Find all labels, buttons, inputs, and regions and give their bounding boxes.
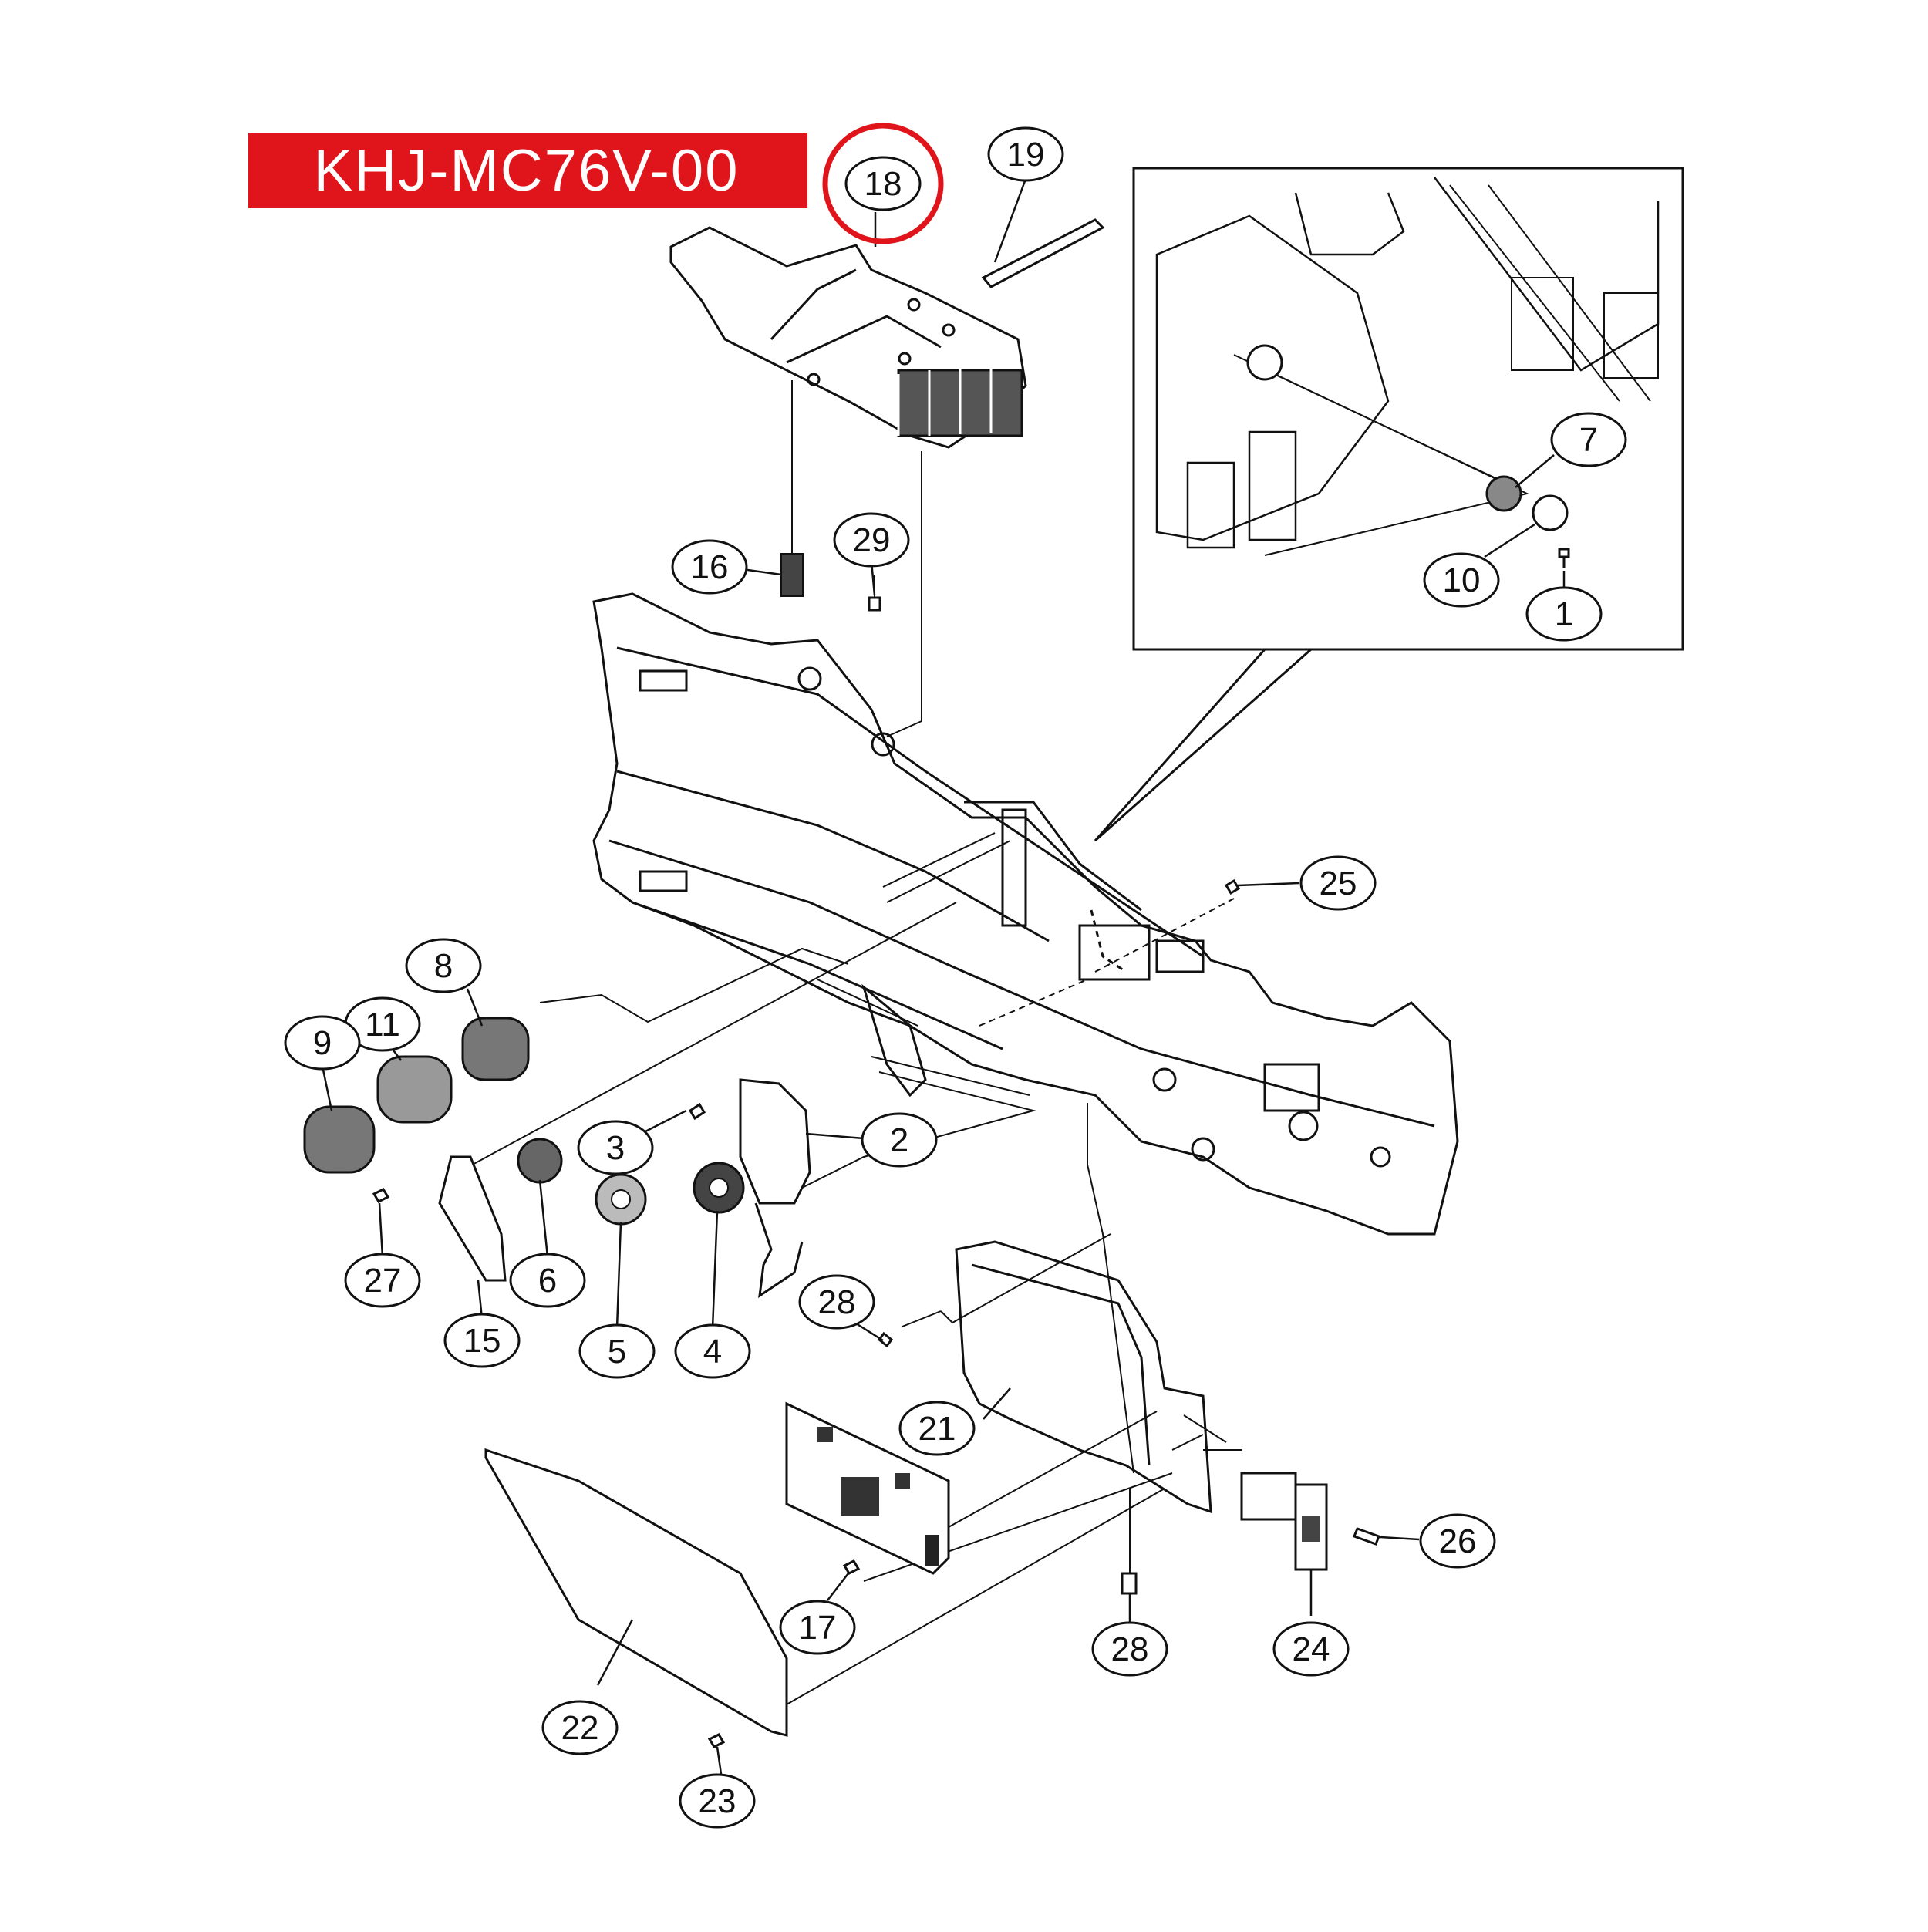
board-holder-21 — [955, 1240, 1212, 1514]
callout-26-label: 26 — [1439, 1522, 1477, 1560]
callout-6-label: 6 — [538, 1262, 557, 1300]
screw-17-icon — [842, 1559, 861, 1575]
pcb-board — [785, 1401, 950, 1575]
inset-connector-icon — [1246, 344, 1283, 381]
callout-27-label: 27 — [364, 1262, 402, 1300]
screw-1-icon — [1558, 548, 1570, 568]
callout-28-label: 28 — [818, 1283, 856, 1321]
callout-21-bubble — [898, 1401, 976, 1456]
callout-leaders — [321, 178, 1566, 1775]
callout-2-label: 2 — [890, 1121, 908, 1159]
top-arm-part-18 — [669, 226, 1027, 449]
screw-26-icon — [1353, 1527, 1380, 1546]
callout-4-bubble — [674, 1323, 751, 1379]
bracket-15-icon — [438, 1155, 507, 1282]
screw-27-icon — [372, 1188, 390, 1203]
screw-28-bottom-icon — [1121, 1572, 1138, 1595]
main-frame — [592, 592, 1459, 1236]
screw-28-top-icon — [877, 1331, 894, 1348]
highlight-ring — [822, 123, 944, 244]
gear-7-icon — [1485, 475, 1522, 512]
callout-18-label: 18 — [865, 165, 902, 203]
callout-28-lower-label: 28 — [1111, 1630, 1149, 1668]
callout-1-label: 1 — [1555, 595, 1573, 633]
callout-8-bubble — [405, 938, 482, 993]
motor-2-icon — [739, 1078, 811, 1205]
callout-25-label: 25 — [1320, 865, 1357, 902]
part-code-banner — [248, 133, 807, 208]
callout-16-label: 16 — [691, 548, 729, 586]
callout-7-label: 7 — [1579, 421, 1598, 459]
callout-17-bubble — [779, 1600, 856, 1655]
washer-10-icon — [1532, 494, 1569, 531]
assembly-lines — [450, 380, 1242, 1705]
left-rollers — [303, 1017, 530, 1174]
cover-22-icon — [484, 1448, 788, 1737]
callout-9-label: 9 — [313, 1024, 332, 1062]
callout-15-bubble — [443, 1313, 521, 1368]
callout-17-label: 17 — [799, 1609, 837, 1647]
gear-6-icon — [517, 1138, 563, 1184]
callout-15-label: 15 — [463, 1322, 501, 1360]
callout-1-bubble — [1525, 586, 1603, 642]
part-code-label: KHJ-MC76V-00 — [313, 137, 740, 204]
callout-23-label: 23 — [699, 1782, 736, 1820]
callout-28-bubble — [798, 1274, 875, 1330]
inset-gear-assembly — [1246, 344, 1570, 568]
screw-25-icon — [1224, 878, 1241, 895]
callout-29-label: 29 — [853, 521, 891, 559]
motor-parts — [372, 1078, 811, 1299]
shaft-19-icon — [981, 218, 1105, 288]
callout-23-bubble — [679, 1773, 756, 1829]
gear-8-icon — [461, 1017, 530, 1081]
callout-18-bubble — [844, 156, 922, 211]
callout-27-bubble — [344, 1253, 421, 1308]
callout-3-label: 3 — [606, 1129, 625, 1167]
callout-25-bubble — [1299, 855, 1377, 911]
callout-10-bubble — [1423, 552, 1500, 608]
detail-inset — [1094, 167, 1684, 842]
callout-7-bubble — [1550, 412, 1627, 467]
screw-3-icon — [688, 1102, 706, 1121]
callout-28-lower-bubble — [1091, 1621, 1168, 1677]
callout-11-label: 11 — [365, 1006, 400, 1044]
callout-8-label: 8 — [434, 947, 453, 985]
callout-19-bubble — [987, 126, 1064, 182]
connector-24-icon — [1240, 1472, 1328, 1571]
callout-4-label: 4 — [703, 1333, 722, 1371]
callout-21-label: 21 — [918, 1410, 956, 1448]
callout-9-bubble — [284, 1015, 361, 1071]
callout-24-label: 24 — [1293, 1630, 1330, 1668]
callout-6-bubble — [509, 1253, 586, 1308]
callout-16-bubble — [671, 539, 748, 595]
gear-9-icon — [303, 1105, 376, 1174]
screw-23-icon — [707, 1733, 726, 1748]
callout-19-label: 19 — [1007, 136, 1045, 174]
callout-2-bubble — [861, 1112, 938, 1168]
callout-24-bubble — [1272, 1621, 1350, 1677]
roller-11-icon — [376, 1055, 453, 1124]
callout-5-bubble — [578, 1323, 656, 1379]
callout-26-bubble — [1419, 1513, 1496, 1569]
spring-16-icon — [780, 553, 804, 597]
callout-29-bubble — [833, 512, 910, 568]
callout-22-label: 22 — [561, 1709, 599, 1747]
callout-5-label: 5 — [608, 1333, 626, 1371]
callout-3-bubble — [577, 1120, 654, 1175]
callout-22-bubble — [541, 1700, 619, 1755]
callout-10-label: 10 — [1443, 561, 1481, 599]
set-screw-29-icon — [868, 596, 881, 612]
